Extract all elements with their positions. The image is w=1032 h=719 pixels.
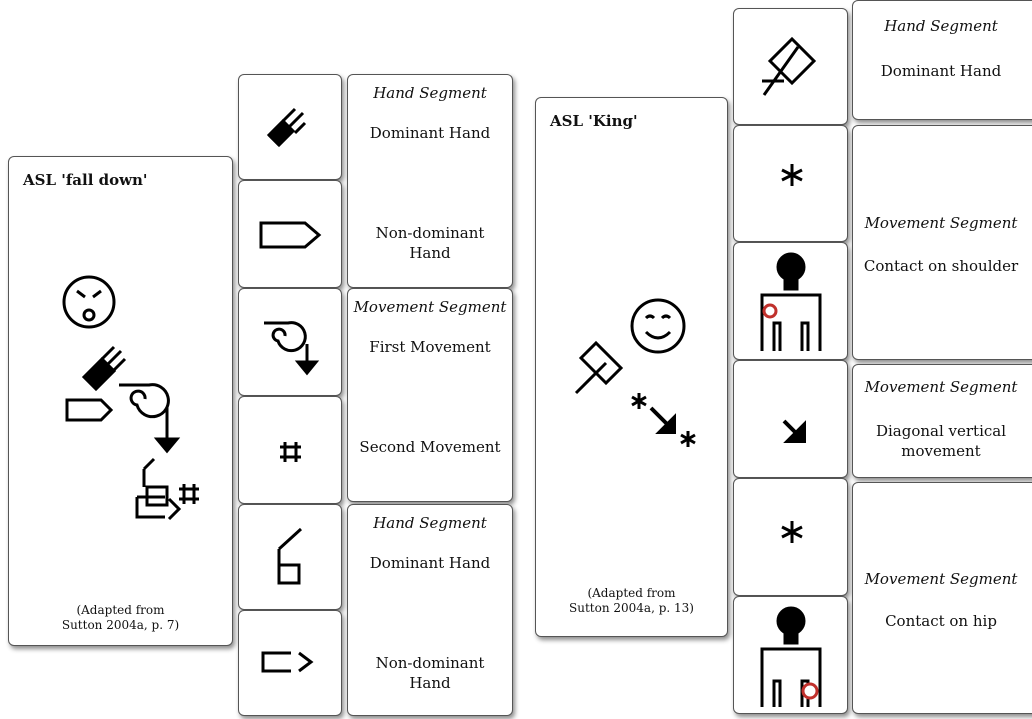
diagonal-arrow-icon <box>782 419 806 443</box>
king-description-hip: Movement Segment Contact on hip <box>852 482 1032 714</box>
segment-row-label: Dominant Hand <box>369 124 491 142</box>
non-dominant-hand-icon <box>65 398 114 422</box>
spiral-movement-icon <box>264 321 320 376</box>
king-symbol-cell-hand <box>733 8 848 125</box>
description-hand-segment-1: Hand Segment Dominant Hand Non-dominant … <box>347 74 513 288</box>
segment-heading: Movement Segment <box>864 378 1018 396</box>
segment-heading: Movement Segment <box>864 570 1018 588</box>
row-label-line: Non-dominant <box>375 224 485 242</box>
symbol-cell-dominant-hand-2 <box>238 504 342 610</box>
king-symbol-cell-contact-2 <box>733 478 848 596</box>
symbol-cell-non-dominant-hand-2 <box>238 610 342 716</box>
contact-star-icon <box>781 521 803 543</box>
segment-row-label: First Movement <box>369 338 491 356</box>
symbol-cell-non-dominant-hand <box>238 180 342 288</box>
hash-icon <box>280 442 301 462</box>
king-description-hand-segment: Hand Segment Dominant Hand <box>852 0 1032 120</box>
crossed-hand-icon <box>762 36 817 96</box>
contact-star-icon <box>781 164 803 186</box>
symbol-cell-second-movement <box>238 396 342 504</box>
shoulder-contact-icon <box>760 252 822 351</box>
spiral-movement-icon <box>119 383 181 454</box>
segment-row-label: Dominant Hand <box>369 554 491 572</box>
non-dominant-hand-icon <box>259 221 322 249</box>
fall-down-signwriting <box>62 275 199 521</box>
description-movement-segment: Movement Segment First Movement Second M… <box>347 288 513 502</box>
king-credit: (Adapted from Sutton 2004a, p. 13) <box>536 586 727 616</box>
segment-row-label: Diagonal vertical movement <box>853 421 1029 461</box>
segment-row-label: Second Movement <box>359 438 501 456</box>
king-sign-card: ASL 'King' (Adapted from Sutton 2004a, p… <box>535 97 728 637</box>
segment-heading: Movement Segment <box>353 298 507 316</box>
segment-heading: Hand Segment <box>373 84 487 102</box>
segment-row-label: Contact on hip <box>885 612 997 630</box>
king-symbol-cell-hip <box>733 596 848 714</box>
row-label-line: movement <box>901 442 981 460</box>
dominant-hand-icon <box>266 107 307 148</box>
king-signwriting <box>574 298 696 447</box>
king-title: ASL 'King' <box>550 112 638 130</box>
fall-down-sign-card: ASL 'fall down' <box>8 156 233 646</box>
hash-icon <box>179 484 199 504</box>
fall-down-credit: (Adapted from Sutton 2004a, p. 7) <box>9 603 232 633</box>
credit-line-2: Sutton 2004a, p. 7) <box>61 618 180 632</box>
segment-row-label: Non-dominant Hand <box>348 223 512 263</box>
credit-line-1: (Adapted from <box>587 586 676 600</box>
dominant-hand-icon <box>81 345 127 392</box>
hand-pair-icon <box>135 457 182 521</box>
hip-contact-icon <box>760 606 822 707</box>
king-symbol-cell-shoulder <box>733 242 848 360</box>
segment-heading: Movement Segment <box>864 214 1018 232</box>
bracket-hand-icon <box>261 651 314 673</box>
crossed-hand-icon <box>574 340 624 395</box>
credit-line-2: Sutton 2004a, p. 13) <box>569 601 694 615</box>
king-symbol-cell-contact-1 <box>733 125 848 242</box>
description-hand-segment-2: Hand Segment Dominant Hand Non-dominant … <box>347 504 513 716</box>
row-label-line: Hand <box>409 674 451 692</box>
king-description-diagonal: Movement Segment Diagonal vertical movem… <box>852 364 1032 478</box>
segment-heading: Hand Segment <box>884 17 998 35</box>
contact-star-icon <box>631 393 647 409</box>
credit-line-1: (Adapted from <box>76 603 165 617</box>
segment-row-label: Dominant Hand <box>880 62 1002 80</box>
segment-heading: Hand Segment <box>373 514 487 532</box>
flat-hand-icon <box>277 527 303 585</box>
fall-down-title: ASL 'fall down' <box>23 171 148 189</box>
row-label-line: Hand <box>409 244 451 262</box>
face-icon <box>62 275 116 329</box>
face-icon <box>630 298 686 354</box>
symbol-cell-first-movement <box>238 288 342 396</box>
diagonal-arrow-icon <box>649 406 676 434</box>
segment-row-label: Contact on shoulder <box>863 257 1019 275</box>
row-label-line: Non-dominant <box>375 654 485 672</box>
symbol-cell-dominant-hand <box>238 74 342 180</box>
contact-star-icon <box>680 431 696 447</box>
segment-row-label: Non-dominant Hand <box>348 653 512 693</box>
row-label-line: Diagonal vertical <box>875 422 1007 440</box>
king-symbol-cell-diagonal <box>733 360 848 478</box>
king-description-shoulder: Movement Segment Contact on shoulder <box>852 125 1032 360</box>
